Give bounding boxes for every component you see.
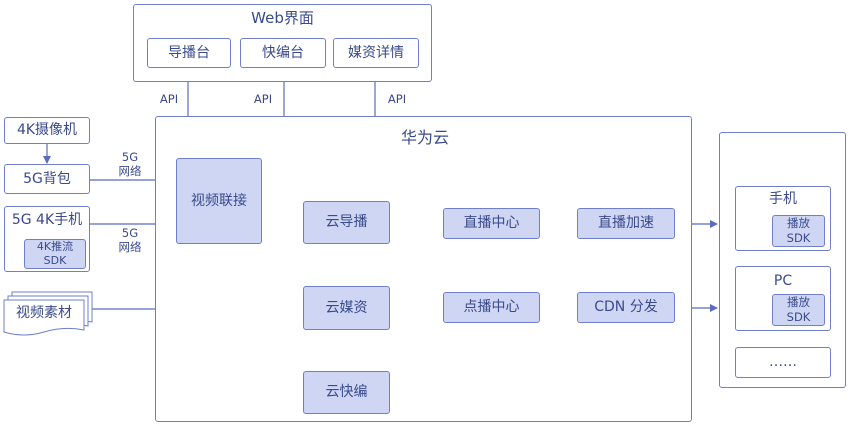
client-phone-sdk-box [772,215,825,247]
network-5g-bottom-line2: 网络 [118,240,142,255]
cloud-quick-edit-box: 云快编 [303,371,390,414]
push-sdk-box [24,239,86,269]
vod-center-box: 点播中心 [443,292,540,323]
huawei-cloud-title: 华为云 [400,127,449,147]
client-phone-label: 手机 [769,190,797,207]
material-doc-shape [3,291,93,336]
push-sdk-line1: 4K推流 [36,239,74,253]
api-label-3: API [387,92,407,107]
client-pc-sdk-line2: SDK [786,309,811,324]
cloud-director-box: 云导播 [303,201,390,244]
backpack-5g-box: 5G背包 [4,164,90,194]
cdn-box: CDN 分发 [577,292,675,323]
video-connect-box: 视频联接 [176,158,262,244]
web-interface-title: Web界面 [251,9,314,28]
client-pc-label: PC [773,272,793,289]
web-item-media-details: 媒资详情 [333,38,419,68]
api-label-2: API [253,92,273,107]
client-phone-sdk-line1: 播放 [787,215,810,230]
client-pc-sdk-box [772,294,825,326]
camera-4k-box: 4K摄像机 [4,117,90,144]
api-label-1: API [159,92,179,107]
client-more-box: …… [735,347,831,378]
live-accel-box: 直播加速 [577,208,675,239]
clients-container [719,132,846,388]
client-pc-sdk-line1: 播放 [787,294,810,309]
network-5g-top-line1: 5G [121,150,139,165]
web-item-quick-edit-console: 快编台 [240,38,326,68]
network-5g-top-line2: 网络 [118,164,142,179]
push-sdk-line2: SDK [43,253,67,267]
web-item-director-console: 导播台 [147,38,231,68]
client-phone-sdk-line2: SDK [786,230,811,245]
phone-5g-4k-label: 5G 4K手机 [11,211,83,228]
live-center-box: 直播中心 [443,208,540,239]
network-5g-bottom-line1: 5G [121,226,139,241]
video-material-label: 视频素材 [16,304,72,321]
cloud-media-box: 云媒资 [303,286,390,330]
